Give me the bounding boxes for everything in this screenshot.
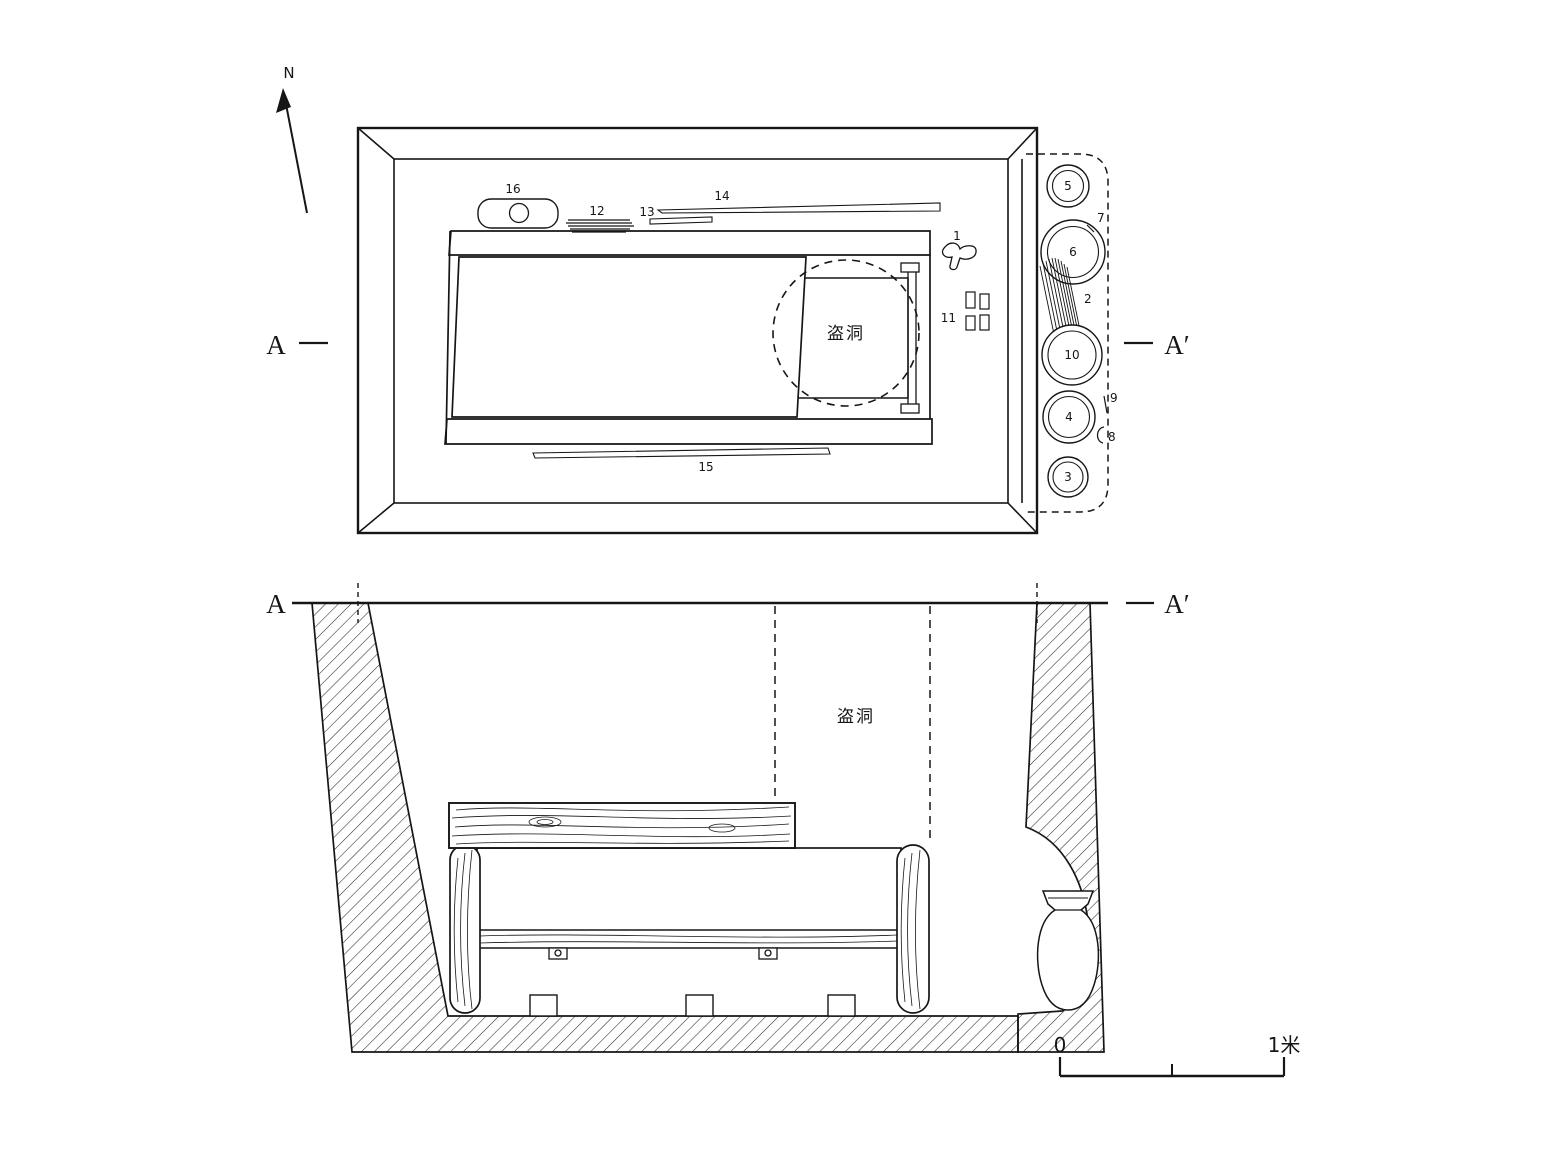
pit-bevel-bottom-right (1007, 502, 1038, 534)
artifact-label-14: 14 (714, 189, 729, 203)
artifact-11: 11 (941, 291, 990, 331)
scale-zero-label: 0 (1054, 1033, 1067, 1057)
coffin-plan (789, 277, 909, 399)
clamp-right (758, 947, 778, 960)
plan-section-markers: A A′ (266, 330, 1189, 360)
artifact-14: 14 (656, 189, 941, 214)
artifact-label-7: 7 (1097, 211, 1105, 225)
coffin-end-left-grain (453, 849, 473, 1010)
artifact-16-box (477, 198, 559, 229)
vessel-label-3: 3 (1064, 470, 1072, 484)
pit-bevel-bottom-left (357, 502, 395, 534)
artifact-9-mark (1103, 395, 1108, 414)
artifact-label-15: 15 (698, 460, 713, 474)
niche-pot (1036, 890, 1100, 1011)
support-block-3 (827, 994, 856, 1017)
coffin-section (448, 802, 930, 1017)
pot-outline (1036, 890, 1100, 1011)
support-block-1 (529, 994, 558, 1017)
robber-hole-circle (772, 259, 920, 407)
vessel-6: 6 (1040, 219, 1106, 285)
vessel-label-6: 6 (1069, 245, 1077, 259)
artifact-label-12: 12 (589, 204, 604, 218)
artifact-1-shape (941, 242, 977, 271)
artifact-15: 15 (532, 447, 831, 474)
artifact-16: 16 (477, 182, 559, 229)
artifact-14-rod (656, 202, 941, 214)
chamber-lid-section (448, 802, 796, 849)
artifact-7-mark (1086, 224, 1095, 233)
north-arrow-line (284, 98, 308, 214)
end-board-cap-bottom (900, 403, 920, 414)
chamber-lid-plan (451, 256, 807, 418)
coffin-floor-plank (476, 929, 902, 949)
vessel-4: 4 (1042, 390, 1096, 444)
support-block-2 (685, 994, 714, 1017)
coffin-clamps (548, 947, 778, 960)
coffin-body (476, 847, 902, 936)
pit-bevel-top-left (357, 127, 395, 160)
artifact-12: 12 (566, 204, 634, 233)
vessel-label-5: 5 (1064, 179, 1072, 193)
artifact-label-16: 16 (505, 182, 520, 196)
north-arrow: N (276, 64, 308, 214)
north-arrowhead-icon (276, 88, 291, 113)
pit-inner-edge (393, 158, 1009, 504)
scale-unit-label: 1米 (1268, 1033, 1301, 1057)
plan-view: 盗洞 16 12 13 14 1 (266, 126, 1190, 535)
artifact-label-11: 11 (941, 311, 956, 325)
chamber-lid-grain (451, 806, 792, 845)
floor-plank-grain (479, 934, 899, 944)
vessel-5: 5 (1046, 164, 1090, 208)
section-marker-a: A (266, 589, 286, 619)
vessel-3: 3 (1047, 456, 1089, 498)
vessel-10: 10 (1041, 324, 1103, 386)
plan-marker-a-prime: A′ (1164, 330, 1189, 360)
chamber-south-plank (444, 418, 933, 445)
chamber-north-plank (448, 230, 931, 256)
artifact-label-1: 1 (953, 229, 961, 243)
artifact-16-knob (508, 202, 530, 224)
artifact-13-rod (649, 216, 713, 225)
pit-bevel-top-right (1007, 127, 1038, 160)
end-board-cap-top (900, 262, 920, 273)
section-view: A A′ 盗洞 (266, 583, 1190, 1053)
robber-hole-label-section: 盗洞 (837, 707, 875, 727)
chamber-west-edge (445, 230, 451, 445)
artifact-15-rod (532, 447, 831, 459)
clamp-left (548, 947, 568, 960)
vessel-label-4: 4 (1065, 410, 1073, 424)
coffin-end-right (896, 844, 930, 1014)
artifact-label-2: 2 (1084, 292, 1092, 306)
pit-outer-edge (356, 126, 1039, 535)
scale-bar: 0 1米 (1054, 1033, 1301, 1078)
plan-marker-a: A (266, 330, 286, 360)
artifact-1: 1 (941, 229, 977, 271)
coffin-end-right-grain (900, 849, 921, 1010)
niche-outline (1026, 153, 1109, 513)
vessel-label-10: 10 (1064, 348, 1079, 362)
artifact-13: 13 (639, 205, 713, 225)
artifact-label-9: 9 (1110, 391, 1118, 405)
niche-plan: 5 6 10 (1026, 153, 1118, 513)
north-label: N (283, 64, 294, 82)
robber-hole-label-plan: 盗洞 (827, 324, 865, 344)
section-marker-a-prime: A′ (1164, 589, 1189, 619)
artifact-label-13: 13 (639, 205, 654, 219)
artifact-label-8: 8 (1108, 430, 1116, 444)
support-blocks (529, 994, 856, 1017)
artifact-8-mark (1096, 426, 1105, 444)
